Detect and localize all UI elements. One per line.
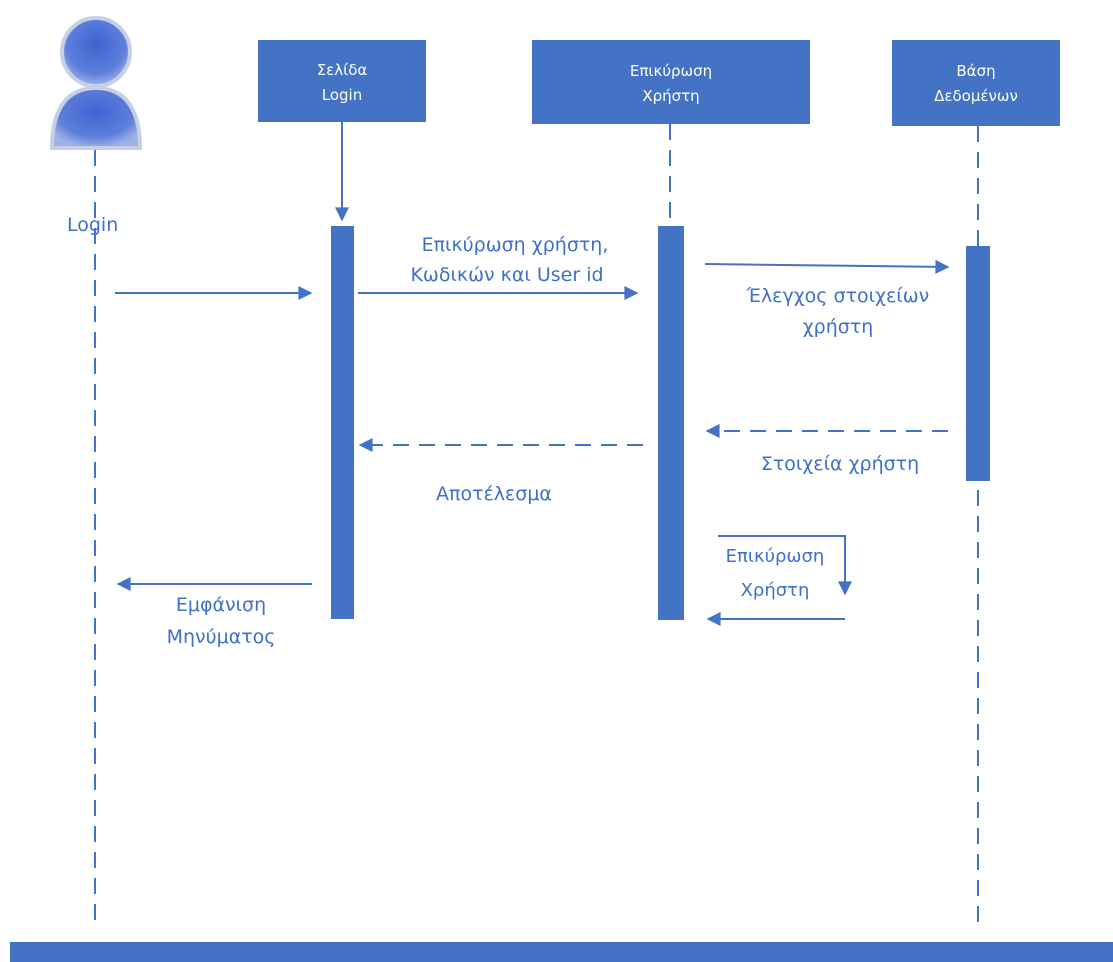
lifeline-label: Επικύρωση [630, 62, 712, 80]
validate-request-label: Επικύρωση χρήστη, [422, 234, 609, 256]
show-message-label: Μηνύματος [167, 626, 276, 648]
show-message-label: Εμφάνιση [176, 594, 266, 616]
activation-login-page [331, 226, 354, 619]
lifeline-label: Χρήστη [642, 87, 699, 105]
result-label: Αποτέλεσμα [436, 483, 552, 505]
activation-database [966, 246, 990, 481]
lifeline-label: Δεδομένων [934, 87, 1018, 105]
activation-user-validation [658, 226, 684, 620]
lifeline-box-database: Βάση Δεδομένων [892, 40, 1060, 126]
lifeline-label: Login [322, 86, 362, 104]
lifeline-label: Βάση [956, 62, 995, 80]
check-data-label: χρήστη [803, 316, 874, 338]
check-data-label: Έλεγχος στοιχείων [746, 285, 929, 307]
actor-label: Login [67, 214, 118, 236]
self-validate-label: Επικύρωση [726, 546, 825, 567]
lifeline-label: Σελίδα [317, 61, 368, 79]
check-data-arrow [704, 259, 950, 274]
validate-request-label: Κωδικών και User id [410, 264, 603, 286]
user-data-label: Στοιχεία χρήστη [761, 453, 919, 475]
lifeline-box-login-page: Σελίδα Login [258, 40, 426, 122]
self-validate-arrow [718, 535, 852, 596]
lifeline-box-user-validation: Επικύρωση Χρήστη [532, 40, 810, 124]
self-validate-label: Χρήστη [741, 580, 810, 601]
bottom-bar [10, 942, 1113, 962]
user-icon [49, 16, 143, 150]
